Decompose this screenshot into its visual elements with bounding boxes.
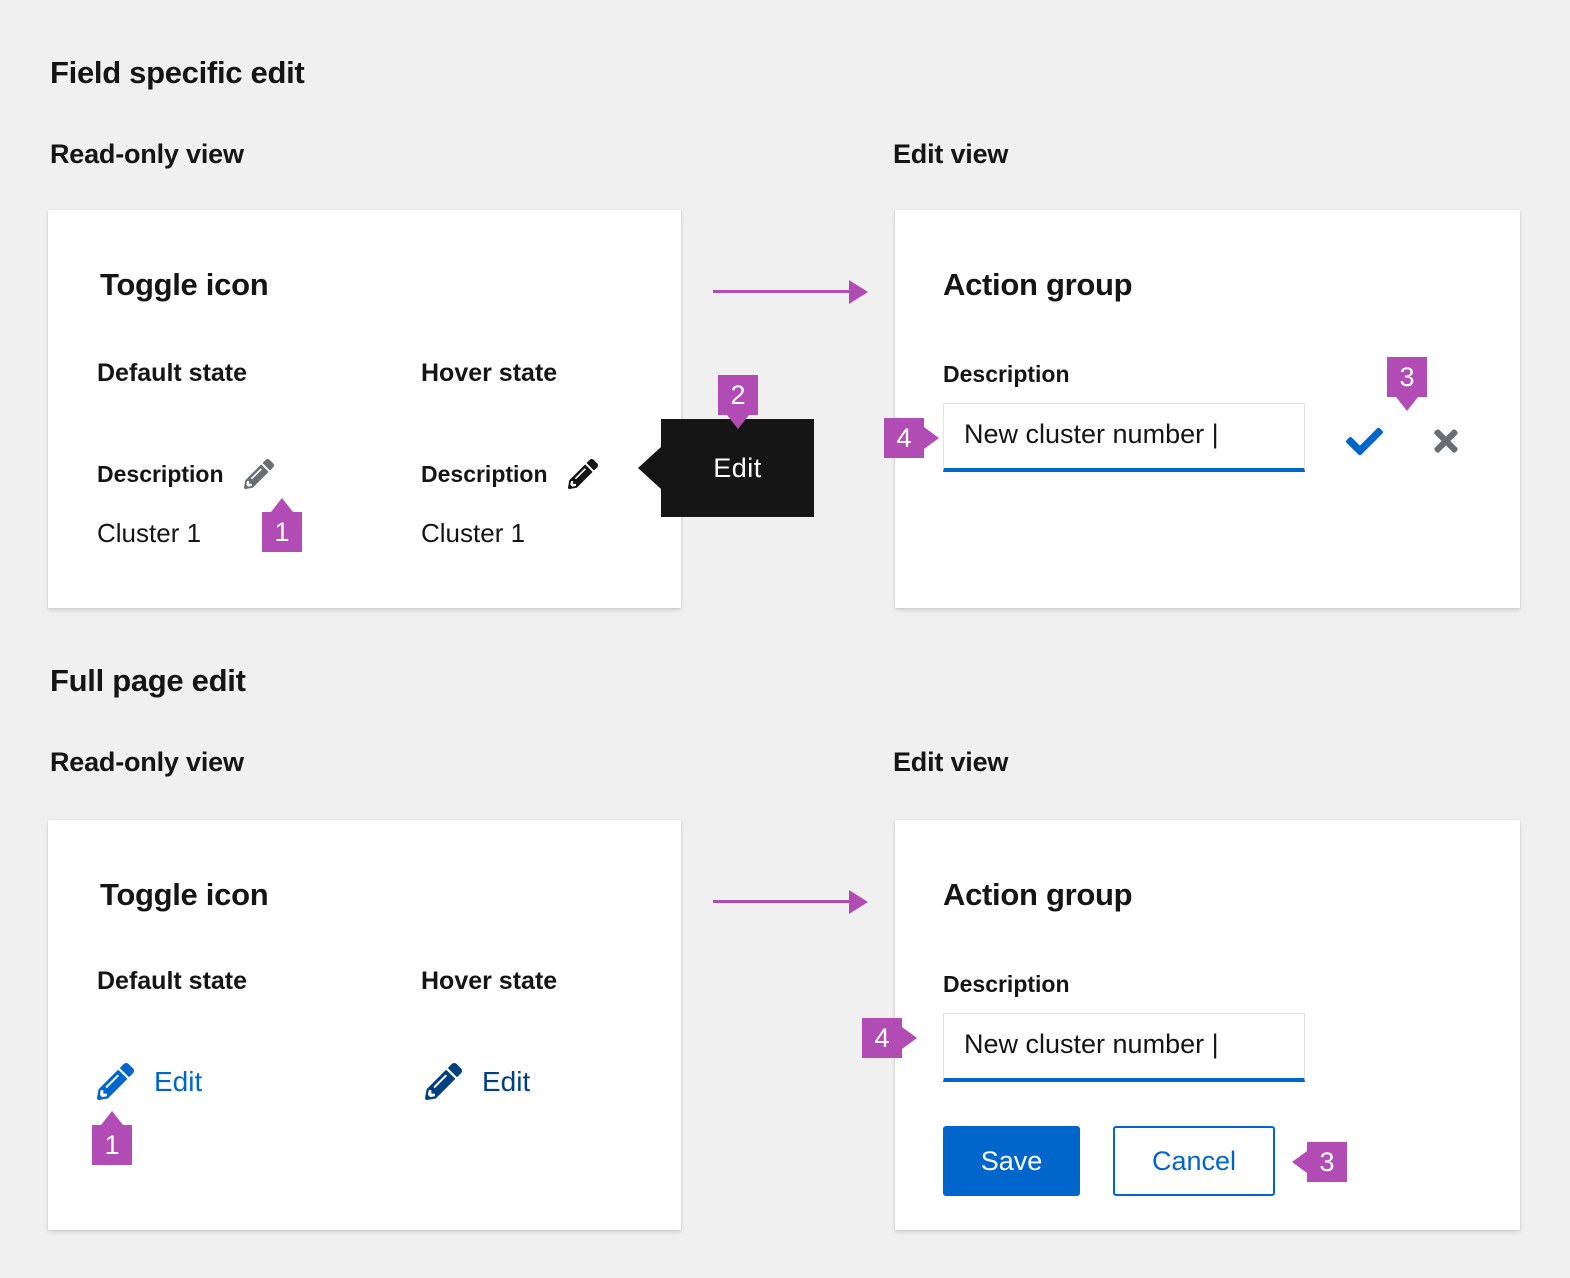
hover-state-label: Hover state [421,359,558,387]
pencil-edit-icon [425,1063,462,1100]
flow-arrow-icon [713,290,849,293]
card-title: Action group [943,267,1133,302]
card-title: Action group [943,877,1133,912]
card-title: Toggle icon [100,267,269,302]
description-term-default: Description [97,459,274,489]
default-state-label: Default state [97,359,248,387]
callout-badge-2: 2 [718,375,758,415]
card-toggle-icon-field-specific: Toggle icon Default state Hover state De… [48,210,681,608]
section-title-field-specific: Field specific edit [50,55,305,90]
edit-tooltip-label: Edit [713,452,762,483]
confirm-check-button[interactable] [1344,421,1384,461]
readonly-view-heading-1: Read-only view [50,139,244,169]
default-state-label: Default state [97,967,248,995]
callout-badge-3: 3 [1387,357,1427,397]
description-term-hover: Description [421,459,598,489]
edit-tooltip: Edit [661,419,814,517]
description-label: Description [943,971,1070,997]
description-label: Description [97,460,224,487]
description-value-default: Cluster 1 [97,518,202,548]
close-icon [1434,429,1458,453]
section-title-full-page: Full page edit [50,663,246,698]
card-toggle-icon-full-page: Toggle icon Default state Hover state [48,820,681,1230]
callout-badge-4: 4 [862,1018,902,1058]
callout-badge-3: 3 [1307,1142,1347,1182]
description-value-hover: Cluster 1 [421,518,526,548]
readonly-view-heading-2: Read-only view [50,747,244,777]
pencil-edit-icon[interactable] [243,459,274,489]
save-button[interactable]: Save [943,1126,1080,1196]
edit-link-default[interactable]: Edit [97,1063,202,1100]
description-label: Description [943,361,1070,387]
description-input[interactable] [943,403,1305,472]
pencil-edit-icon [97,1063,134,1100]
callout-badge-1: 1 [92,1125,132,1165]
edit-link-hover[interactable]: Edit [425,1063,530,1100]
callout-badge-1: 1 [262,512,302,552]
edit-view-heading-2: Edit view [893,747,1009,777]
cancel-x-button[interactable] [1428,423,1464,459]
edit-view-heading-1: Edit view [893,139,1009,169]
card-title: Toggle icon [100,877,269,912]
edit-link-label: Edit [154,1065,203,1097]
cancel-button[interactable]: Cancel [1113,1126,1275,1196]
check-icon [1345,427,1383,455]
edit-link-label: Edit [482,1065,531,1097]
flow-arrow-icon [713,900,849,903]
description-input-full-page[interactable] [943,1013,1305,1082]
callout-badge-4: 4 [884,418,924,458]
hover-state-label: Hover state [421,967,558,995]
description-label: Description [421,460,548,487]
pencil-edit-icon-hover[interactable] [567,459,598,489]
